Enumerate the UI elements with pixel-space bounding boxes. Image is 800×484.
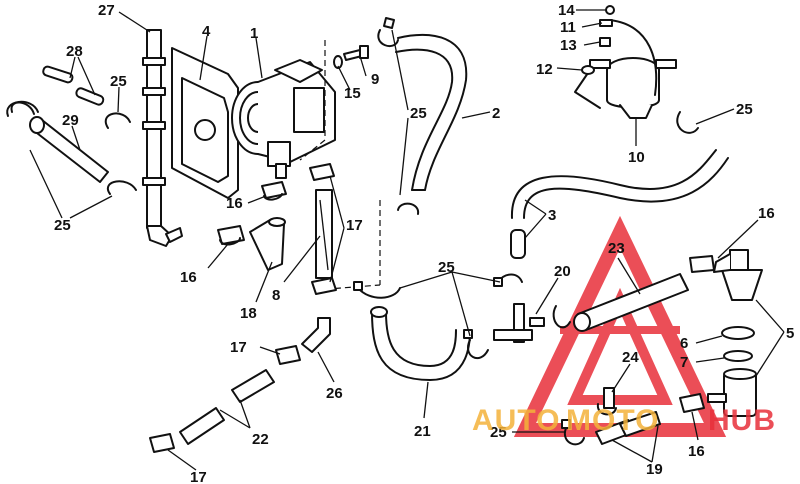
callout-17: 17: [190, 469, 207, 484]
callout-18: 18: [240, 305, 257, 322]
callout-27: 27: [98, 2, 115, 19]
callout-25: 25: [438, 259, 455, 276]
callout-28: 28: [66, 43, 83, 60]
clamp-17-upper: [309, 163, 335, 181]
part-15-washer: [333, 55, 343, 69]
callout-16: 16: [688, 443, 705, 460]
clamp-16-right-upper: [689, 255, 715, 273]
callout-3: 3: [548, 207, 556, 224]
callout-23: 23: [608, 240, 625, 257]
callout-17: 17: [346, 217, 363, 234]
part-20-tee: [493, 303, 545, 343]
callout-9: 9: [371, 71, 379, 88]
clamp-25-right: [676, 111, 699, 134]
part-24-fitting: [596, 387, 617, 416]
callout-20: 20: [554, 263, 571, 280]
clamp-25-top: [377, 17, 420, 215]
part-14-screw: [605, 5, 615, 15]
callout-11: 11: [560, 19, 576, 36]
part-19-hose: [595, 411, 661, 445]
clamp-25-left: [6, 100, 137, 195]
part-9-screw: [343, 45, 369, 61]
callout-1: 1: [250, 25, 258, 42]
clamp-25-right-mid: [552, 305, 571, 329]
part-12-connector: [581, 65, 595, 75]
part-27-tube: [142, 29, 183, 247]
part-26-elbow: [301, 317, 331, 353]
callout-14: 14: [558, 2, 575, 19]
part-3-hose: [510, 149, 729, 259]
callout-8: 8: [272, 287, 280, 304]
callout-25: 25: [110, 73, 127, 90]
clamp-16-lower-right: [679, 393, 705, 413]
callout-15: 15: [344, 85, 361, 102]
clamp-17-left: [275, 345, 301, 365]
callout-6: 6: [680, 335, 688, 352]
callout-2: 2: [492, 105, 500, 122]
callout-29: 29: [62, 112, 79, 129]
part-23-hose: [573, 273, 689, 332]
leader-lines: [29, 9, 785, 471]
part-1-fuel-pump: [231, 59, 336, 179]
callout-12: 12: [536, 61, 553, 78]
callout-25: 25: [410, 105, 427, 122]
part-28-pins: [42, 65, 105, 106]
watermark-auto: AUTO: [472, 404, 560, 437]
watermark-hub: HUB: [708, 404, 776, 437]
part-filter-bowl: [707, 368, 757, 417]
part-8-tube: [315, 189, 333, 279]
part-7-oring: [723, 350, 753, 362]
callout-25: 25: [490, 424, 507, 441]
callout-16: 16: [226, 195, 243, 212]
callout-22: 22: [252, 431, 269, 448]
clamp-16-left: [217, 225, 245, 246]
part-13-nut: [599, 37, 611, 47]
callout-10: 10: [628, 149, 645, 166]
part-6-oring: [721, 326, 755, 340]
callout-26: 26: [326, 385, 343, 402]
callout-21: 21: [414, 423, 431, 440]
callout-19: 19: [646, 461, 663, 478]
callout-25: 25: [54, 217, 71, 234]
part-21-hose: [370, 306, 471, 381]
callout-5: 5: [786, 325, 794, 342]
watermark-moto: MOTO: [566, 404, 659, 437]
part-10-primer-pump: [574, 19, 677, 119]
part-18-hose: [249, 217, 286, 271]
callout-17: 17: [230, 339, 247, 356]
clamp-16-upper-left: [261, 181, 287, 201]
clamp-17-lower: [311, 277, 337, 295]
part-22-hoses: [179, 369, 275, 445]
callout-24: 24: [622, 349, 639, 366]
callout-13: 13: [560, 37, 577, 54]
callout-7: 7: [680, 354, 688, 371]
clamp-17-bottom: [149, 433, 175, 453]
callout-16: 16: [758, 205, 775, 222]
callout-25: 25: [736, 101, 753, 118]
part-5-filter: [713, 249, 763, 301]
part-2-hose: [395, 33, 468, 191]
callout-labels: 27 28 25 29 25 4 1 9 15 25 2 14 11 13 12…: [54, 2, 794, 484]
callout-16: 16: [180, 269, 197, 286]
part-4-gasket: [171, 47, 239, 199]
part-29-hose: [29, 116, 109, 183]
watermark-text: AUTO MOTO HUB: [472, 404, 776, 437]
callout-4: 4: [202, 23, 211, 40]
